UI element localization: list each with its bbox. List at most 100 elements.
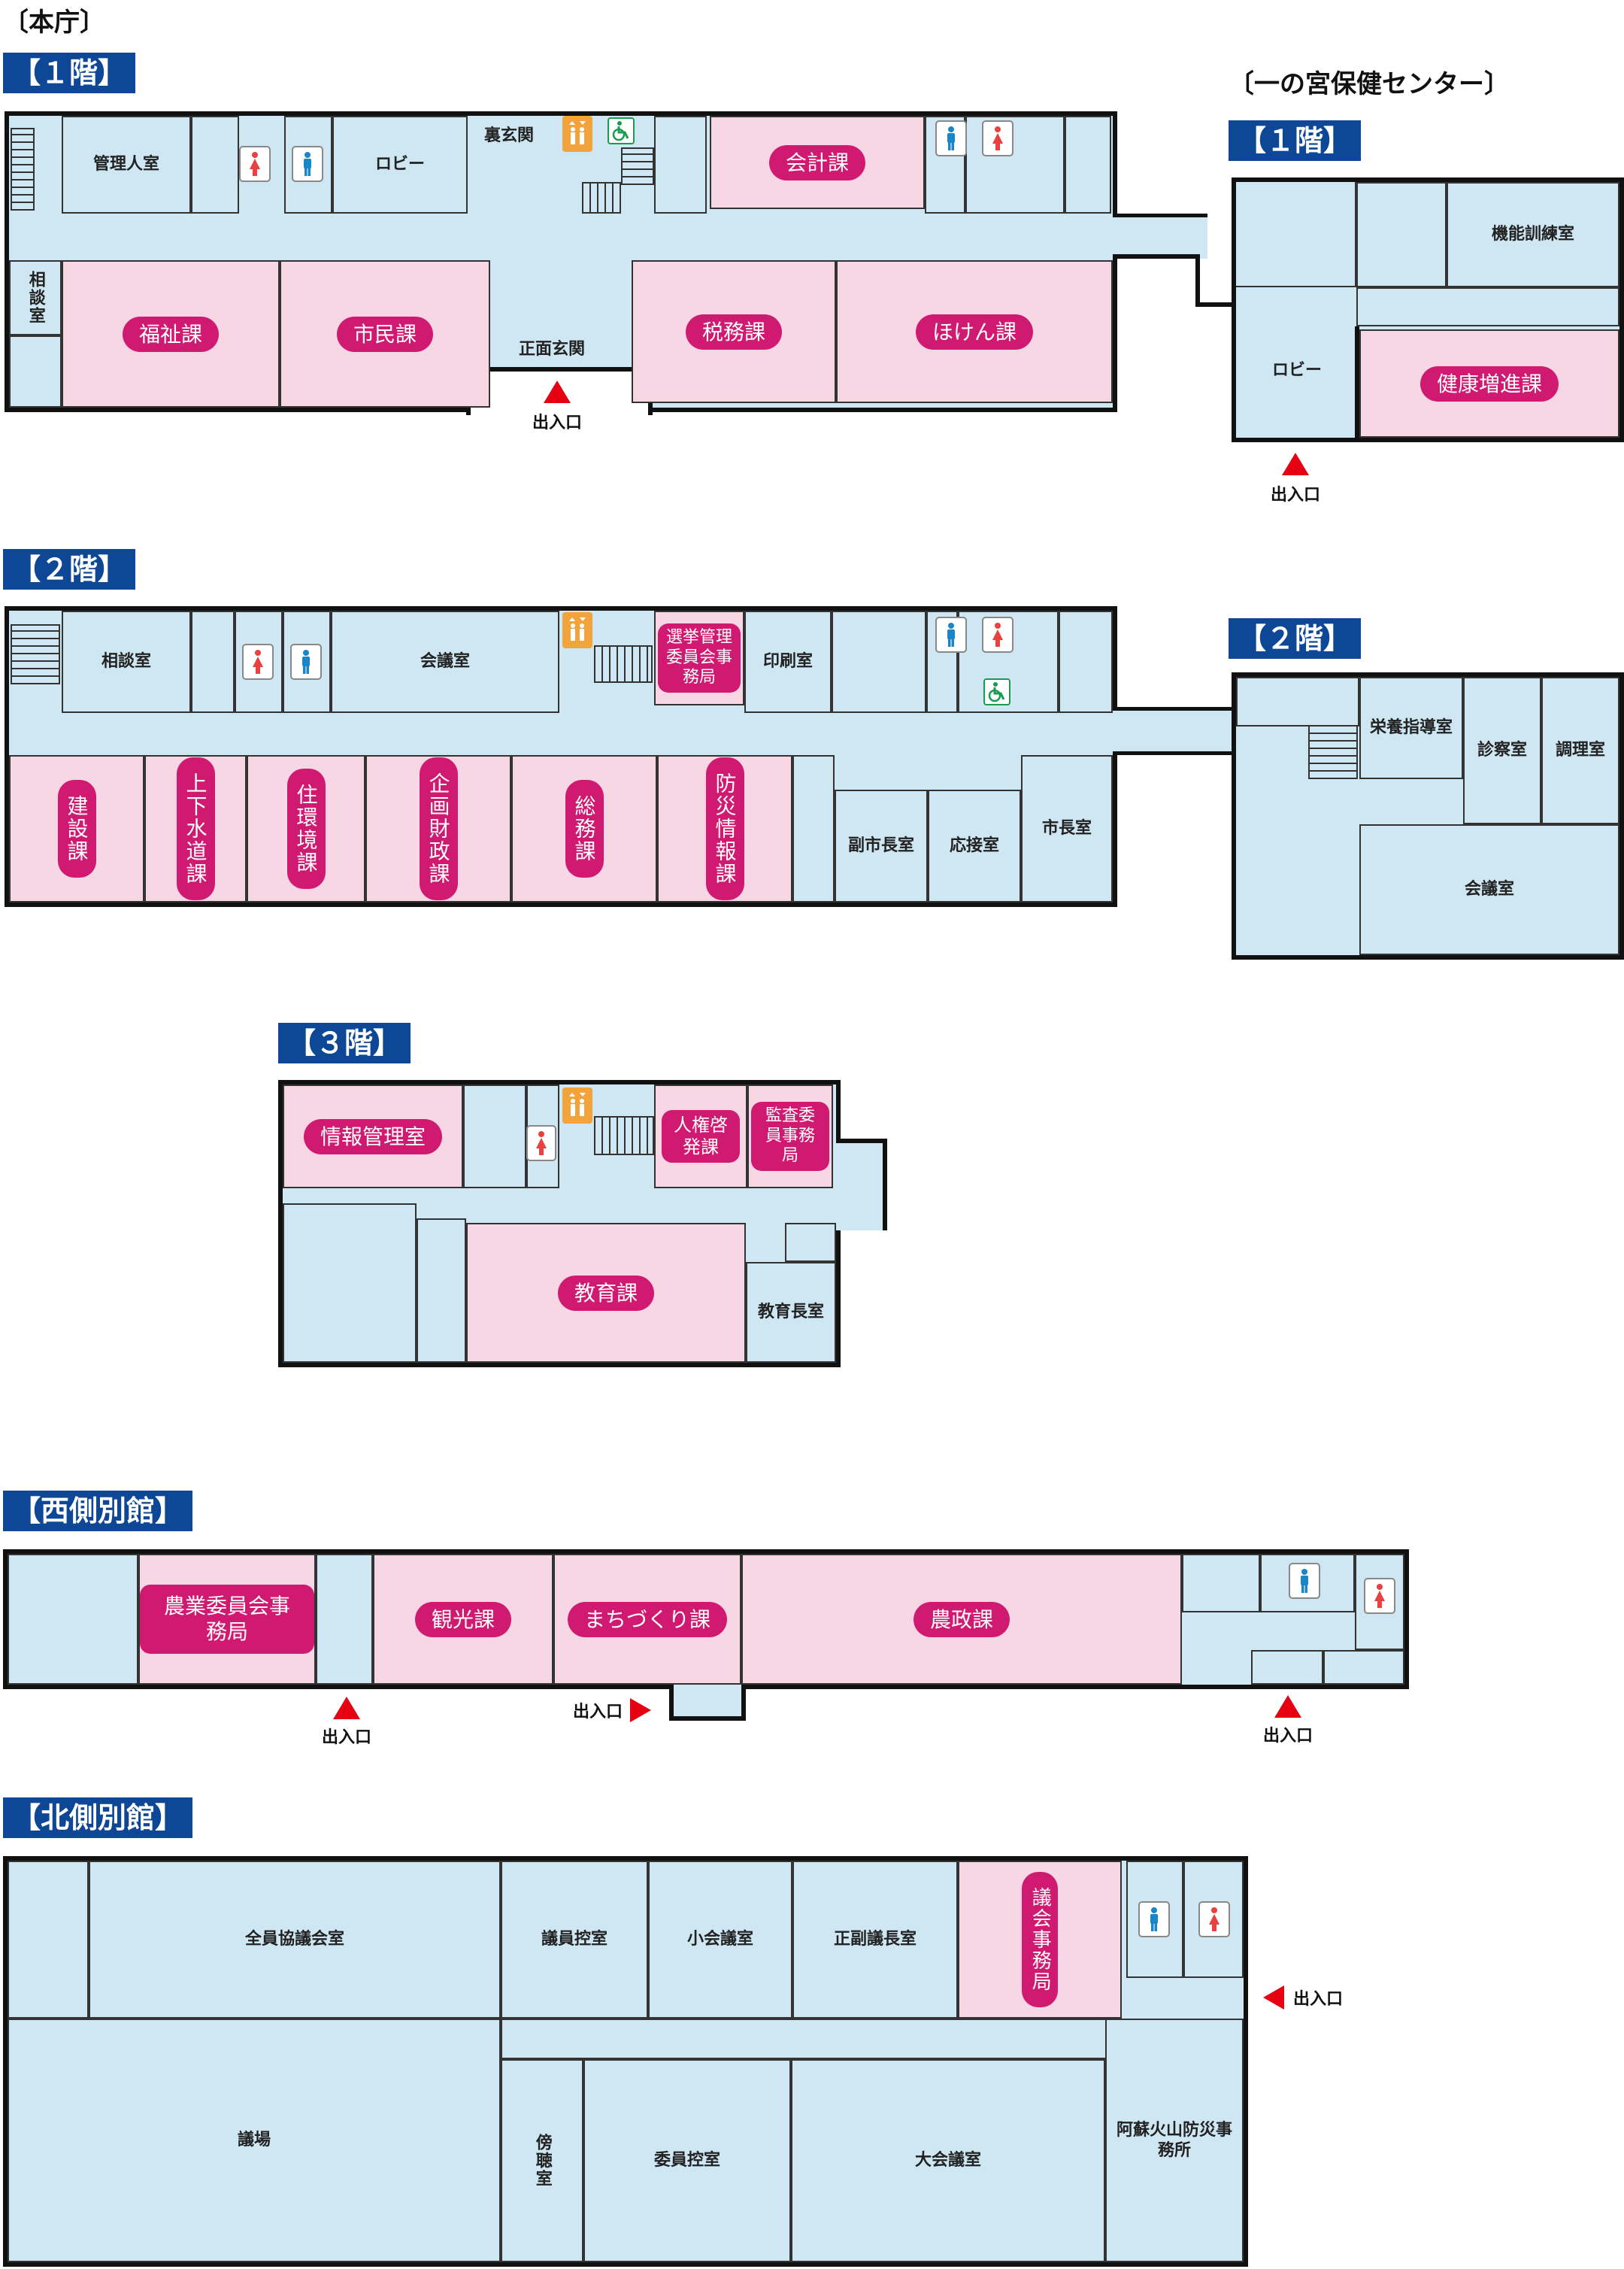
room-health-promotion[interactable]: 健康増進課 [1359, 329, 1619, 438]
room-hc-corridor[interactable] [1356, 287, 1619, 326]
room-2f-small-a[interactable] [191, 611, 235, 713]
stairs-icon [11, 624, 60, 684]
room-small-c[interactable] [9, 335, 62, 408]
room-town-development[interactable]: まちづくり課 [553, 1554, 741, 1685]
room-small-conference[interactable]: 小会議室 [648, 1861, 792, 2019]
accessible-restroom-icon [607, 117, 635, 144]
room-construction[interactable]: 建設課 [9, 755, 144, 902]
room-north-a[interactable] [8, 1861, 89, 2019]
room-west-a[interactable] [8, 1554, 138, 1685]
room-agricultural-policy[interactable]: 農政課 [741, 1554, 1182, 1685]
room-hc-restrooms[interactable] [1236, 182, 1356, 287]
room-insurance[interactable]: ほけん課 [836, 260, 1113, 403]
room-assembly-secretariat[interactable]: 議会事務局 [958, 1861, 1122, 2019]
room-tax[interactable]: 税務課 [632, 260, 836, 403]
room-meeting-2f[interactable]: 会議室 [331, 611, 559, 713]
room-west-b[interactable] [316, 1554, 373, 1685]
entrance-north[interactable]: 出入口 [1263, 1985, 1343, 2010]
restroom-men-3f[interactable] [463, 1084, 526, 1188]
room-north-corridor[interactable] [501, 2019, 1165, 2059]
room-hc-small[interactable] [1356, 182, 1447, 287]
room-committee-waiting[interactable]: 委員控室 [583, 2059, 791, 2262]
restroom-men-icon [292, 146, 323, 182]
corridor-wall [1113, 254, 1195, 259]
room-consultation-1f[interactable]: 相談室 [9, 260, 62, 335]
corridor-wall [1195, 302, 1233, 307]
room-education[interactable]: 教育課 [466, 1223, 746, 1363]
room-3f-storage-b[interactable] [417, 1218, 466, 1363]
room-planning-finance[interactable]: 企画財政課 [365, 755, 511, 902]
main-building-title: 〔本庁〕 [3, 8, 105, 38]
entrance-west-1[interactable]: 出入口 [322, 1697, 371, 1748]
entrance-arrow-icon [333, 1697, 360, 1719]
main-3f-east-wing [836, 1139, 887, 1235]
room-info-management[interactable]: 情報管理室 [283, 1084, 463, 1188]
room-all-members-council[interactable]: 全員協議会室 [89, 1861, 501, 2019]
restroom-men-icon [290, 644, 322, 680]
room-functional-training[interactable]: 機能訓練室 [1447, 182, 1619, 287]
room-2f-small-e[interactable] [792, 755, 835, 902]
room-aso-volcano-disaster-office[interactable]: 阿蘇火山防災事務所 [1105, 2019, 1244, 2262]
room-printing[interactable]: 印刷室 [744, 611, 832, 713]
room-welfare[interactable]: 福祉課 [62, 260, 280, 408]
entrance-arrow-icon [630, 1698, 652, 1722]
room-2f-small-b[interactable] [832, 611, 926, 713]
entrance-main-1f[interactable]: 出入口 [532, 381, 582, 433]
room-audit-office[interactable]: 監査委員事務局 [747, 1084, 833, 1188]
room-chair-vicechair[interactable]: 正副議長室 [792, 1861, 958, 2019]
room-examination[interactable]: 診察室 [1463, 677, 1541, 824]
room-mayor[interactable]: 市長室 [1021, 755, 1113, 902]
room-nutrition-guidance[interactable]: 栄養指導室 [1359, 677, 1463, 779]
room-education-chief[interactable]: 教育長室 [746, 1262, 836, 1363]
room-consultation-2f[interactable]: 相談室 [62, 611, 191, 713]
room-west-e[interactable] [1323, 1650, 1404, 1685]
room-disaster-info[interactable]: 防災情報課 [657, 755, 792, 902]
entrance-west-3[interactable]: 出入口 [1263, 1695, 1313, 1746]
floor-tag-west-annex: 【西側別館】 [3, 1491, 193, 1531]
entrance-arrow-icon [1274, 1695, 1301, 1718]
room-3f-small[interactable] [785, 1223, 836, 1262]
room-water-sewer[interactable]: 上下水道課 [144, 755, 247, 902]
room-housing-environment[interactable]: 住環境課 [247, 755, 365, 902]
room-assembly-hall[interactable]: 議場 [8, 2019, 501, 2262]
stairs-icon [621, 147, 654, 185]
entrance-west-2[interactable]: 出入口 [573, 1698, 652, 1722]
room-accounting[interactable]: 会計課 [710, 116, 925, 209]
accessible-restroom-icon [983, 678, 1010, 705]
room-west-d[interactable] [1251, 1650, 1323, 1685]
wall [1355, 326, 1359, 442]
restroom-men-icon [935, 120, 967, 156]
room-gallery[interactable]: 傍聴室 [501, 2059, 583, 2262]
room-tourism[interactable]: 観光課 [373, 1554, 553, 1685]
room-3f-storage-a[interactable] [283, 1203, 417, 1363]
restroom-women-icon [1198, 1901, 1230, 1937]
entrance-health-1f[interactable]: 出入口 [1271, 453, 1320, 505]
entrance-arrow-icon [1282, 453, 1309, 475]
stairs-icon [582, 182, 621, 214]
floor-tag-main-3f: 【３階】 [278, 1023, 411, 1063]
room-hc2-restrooms[interactable] [1236, 677, 1359, 727]
room-cooking[interactable]: 調理室 [1541, 677, 1619, 824]
room-general-affairs[interactable]: 総務課 [511, 755, 657, 902]
room-deputy-mayor[interactable]: 副市長室 [835, 790, 928, 902]
room-members-waiting[interactable]: 議員控室 [501, 1861, 648, 2019]
stairs-icon [594, 1116, 654, 1155]
room-agriculture-committee[interactable]: 農業委員会事務局 [138, 1554, 316, 1685]
restroom-women-1f[interactable] [191, 116, 239, 214]
room-human-rights[interactable]: 人権啓発課 [654, 1084, 747, 1188]
room-2f-small-d[interactable] [1059, 611, 1113, 713]
room-large-conference[interactable]: 大会議室 [791, 2059, 1105, 2262]
floor-tag-north-annex: 【北側別館】 [3, 1797, 193, 1838]
room-caretaker[interactable]: 管理人室 [62, 116, 191, 214]
room-hc-meeting[interactable]: 会議室 [1359, 824, 1619, 955]
room-storage-1[interactable] [654, 116, 707, 214]
room-election-board[interactable]: 選挙管理委員会事務局 [654, 611, 744, 705]
room-west-c[interactable] [1182, 1554, 1260, 1612]
room-reception[interactable]: 応接室 [928, 790, 1021, 902]
wall [836, 1230, 841, 1367]
room-citizen[interactable]: 市民課 [280, 260, 490, 408]
room-lobby-main[interactable]: ロビー [332, 116, 468, 214]
restroom-men-icon [935, 617, 967, 653]
room-small-b[interactable] [1065, 116, 1111, 214]
restroom-block-1f[interactable] [965, 116, 1065, 214]
